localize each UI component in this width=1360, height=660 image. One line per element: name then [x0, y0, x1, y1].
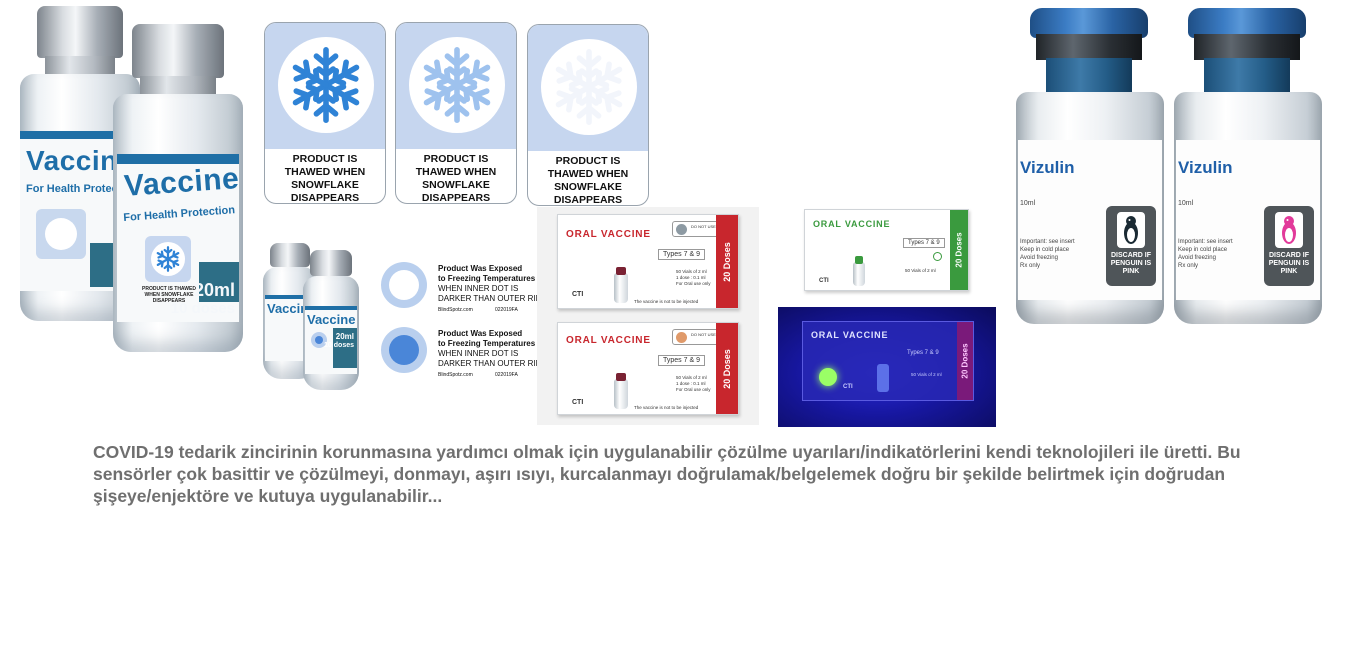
thaw-card-frozen: PRODUCT IS THAWED WHEN SNOWFLAKE DISAPPE… [264, 22, 386, 204]
penguin-icon [1282, 216, 1296, 244]
oral-box-title: ORAL VACCINE [566, 229, 651, 240]
small-vial-title: Vaccine [267, 301, 311, 316]
oral-box-types: Types 7 & 9 [907, 350, 939, 356]
oral-box-side: 20 Doses [722, 348, 732, 389]
small-vial-dose-count: 10 doses [324, 342, 354, 349]
oral-box-vials: 50 Vials of 2 ml [911, 372, 942, 377]
thaw-card-thawed: PRODUCT IS THAWED WHEN SNOWFLAKE DISAPPE… [527, 24, 649, 206]
vaccine-vial-front: Vaccine For Health Protection PRODUCT IS… [113, 24, 243, 352]
oral-box-title: ORAL VACCINE [566, 335, 651, 346]
oral-box-types: Types 7 & 9 [658, 249, 705, 260]
oral-box-types: Types 7 & 9 [658, 355, 705, 366]
vizulin-info-1: Important: see insert [1178, 239, 1233, 245]
freeze-line4: DARKER THAN OUTER RING [438, 359, 548, 368]
snowflake-icon [286, 47, 366, 125]
oral-box-brand: CTI [819, 278, 829, 284]
oral-box-title: ORAL VACCINE [811, 330, 889, 340]
penguin-badge-text: DISCARD IF PENGUIN IS PINK [1268, 252, 1310, 275]
temperature-sensor-icon: DO NOT USE [672, 329, 722, 345]
oral-box-title: ORAL VACCINE [813, 219, 891, 229]
vizulin-volume: 10ml [1178, 200, 1194, 207]
oral-box-side: 20 Doses [722, 241, 732, 282]
oral-box-dose: 1 dose : 0.1 ml [676, 381, 706, 386]
freeze-line1: Product Was Exposed [438, 264, 523, 273]
vial-subtitle: For Health Protection [123, 204, 236, 224]
oral-box-vials: 50 Vials of 2 ml [676, 375, 707, 380]
freeze-line3: WHEN INNER DOT IS [438, 349, 519, 358]
snowflake-indicator [145, 236, 191, 282]
oral-box-vials: 50 Vials of 2 ml [676, 269, 707, 274]
small-vial-front: Vaccine 20ml 10 doses [303, 250, 359, 390]
thaw-card-text: PRODUCT IS THAWED WHEN SNOWFLAKE DISAPPE… [547, 155, 629, 206]
penguin-badge-text: DISCARD IF PENGUIN IS PINK [1110, 252, 1152, 275]
vizulin-info: Important: see insert Keep in cold place… [1178, 238, 1250, 270]
oral-box-use: For Oral use only [676, 387, 711, 392]
vial-subtitle: For Health Protection [26, 183, 120, 195]
vizulin-volume: 10ml [1020, 200, 1036, 207]
vizulin-info-3: Avoid freezing [1020, 255, 1058, 261]
vial-indicator-text: PRODUCT IS THAWED WHEN SNOWFLAKE DISAPPE… [142, 286, 196, 304]
penguin-indicator: DISCARD IF PENGUIN IS PINK [1264, 206, 1314, 286]
vizulin-info: Important: see insert Keep in cold place… [1020, 238, 1092, 270]
oral-box-warning: The vaccine is not to be injected [634, 299, 699, 304]
vial-dose-count: 10 doses [170, 300, 235, 317]
uv-indicator-icon [819, 368, 837, 386]
vial-dose-volume: 20ml [193, 280, 235, 300]
oral-box-green: ORAL VACCINE Types 7 & 9 50 Vials of 2 m… [804, 209, 969, 291]
oral-box-vials: 50 Vials of 2 ml [905, 268, 936, 273]
penguin-indicator: DISCARD IF PENGUIN IS PINK [1106, 206, 1156, 286]
oral-box-dose: 1 dose : 0.1 ml [676, 275, 706, 280]
vizulin-name: Vizulin [1020, 158, 1075, 177]
oral-box-warning: The vaccine is not to be injected [634, 405, 699, 410]
vial-title: Vaccine [26, 145, 120, 176]
freeze-line1: Product Was Exposed [438, 329, 523, 338]
oral-box-uv-photo: ORAL VACCINE Types 7 & 9 50 Vials of 2 m… [778, 307, 996, 427]
oral-box-brand: CTI [843, 384, 853, 390]
vaccine-vial-back: Vaccine For Health Protection [20, 6, 140, 321]
oral-box-side: 20 Doses [960, 343, 970, 379]
temperature-sensor-icon: DO NOT USE [672, 221, 722, 237]
oral-box-side: 20 Doses [954, 232, 964, 268]
freeze-line3: WHEN INNER DOT IS [438, 284, 519, 293]
snowflake-frozen [291, 47, 362, 120]
vizulin-info-1: Important: see insert [1020, 239, 1075, 245]
vizulin-info-4: Rx only [1020, 263, 1041, 269]
freeze-line2: to Freezing Temperatures [438, 274, 536, 283]
oral-box-red-2: ORAL VACCINE DO NOT USE Types 7 & 9 50 V… [557, 322, 739, 415]
description-text: COVID-19 tedarik zincirinin korunmasına … [93, 442, 1241, 506]
vial-title: Vaccine [123, 161, 239, 203]
vizulin-name: Vizulin [1178, 158, 1233, 177]
freeze-site: BlindSpotz.com [438, 372, 473, 378]
small-vial-title: Vaccine [307, 312, 356, 327]
freeze-code: 022019FA [494, 372, 518, 378]
small-vial-dose-volume: 20ml [335, 332, 354, 341]
vizulin-info-2: Keep in cold place [1020, 247, 1070, 253]
snowflake-icon [549, 47, 629, 127]
freeze-line4: DARKER THAN OUTER RING [438, 294, 548, 303]
snowflake-icon [155, 246, 181, 272]
temperature-sensor-icon [933, 252, 942, 261]
thaw-card-text: PRODUCT IS THAWED WHEN SNOWFLAKE DISAPPE… [284, 153, 366, 204]
freeze-code: 022019FA [494, 307, 518, 313]
oral-box-use: For Oral use only [676, 281, 711, 286]
oral-box-brand: CTI [572, 399, 584, 406]
thaw-card-partial: PRODUCT IS THAWED WHEN SNOWFLAKE DISAPPE… [395, 22, 517, 204]
oral-box-brand: CTI [572, 291, 584, 298]
oral-box-red-1: ORAL VACCINE DO NOT USE Types 7 & 9 50 V… [557, 214, 739, 309]
vizulin-info-4: Rx only [1178, 263, 1199, 269]
snowflake-indicator-blank [36, 209, 86, 259]
vizulin-info-2: Keep in cold place [1178, 247, 1228, 253]
thaw-card-text: PRODUCT IS THAWED WHEN SNOWFLAKE DISAPPE… [415, 153, 497, 204]
freeze-line2: to Freezing Temperatures [438, 339, 536, 348]
penguin-icon [1124, 216, 1138, 244]
snowflake-icon [417, 45, 497, 125]
freeze-site: BlindSpotz.com [438, 307, 473, 313]
oral-box-types: Types 7 & 9 [903, 238, 945, 248]
vizulin-info-3: Avoid freezing [1178, 255, 1216, 261]
